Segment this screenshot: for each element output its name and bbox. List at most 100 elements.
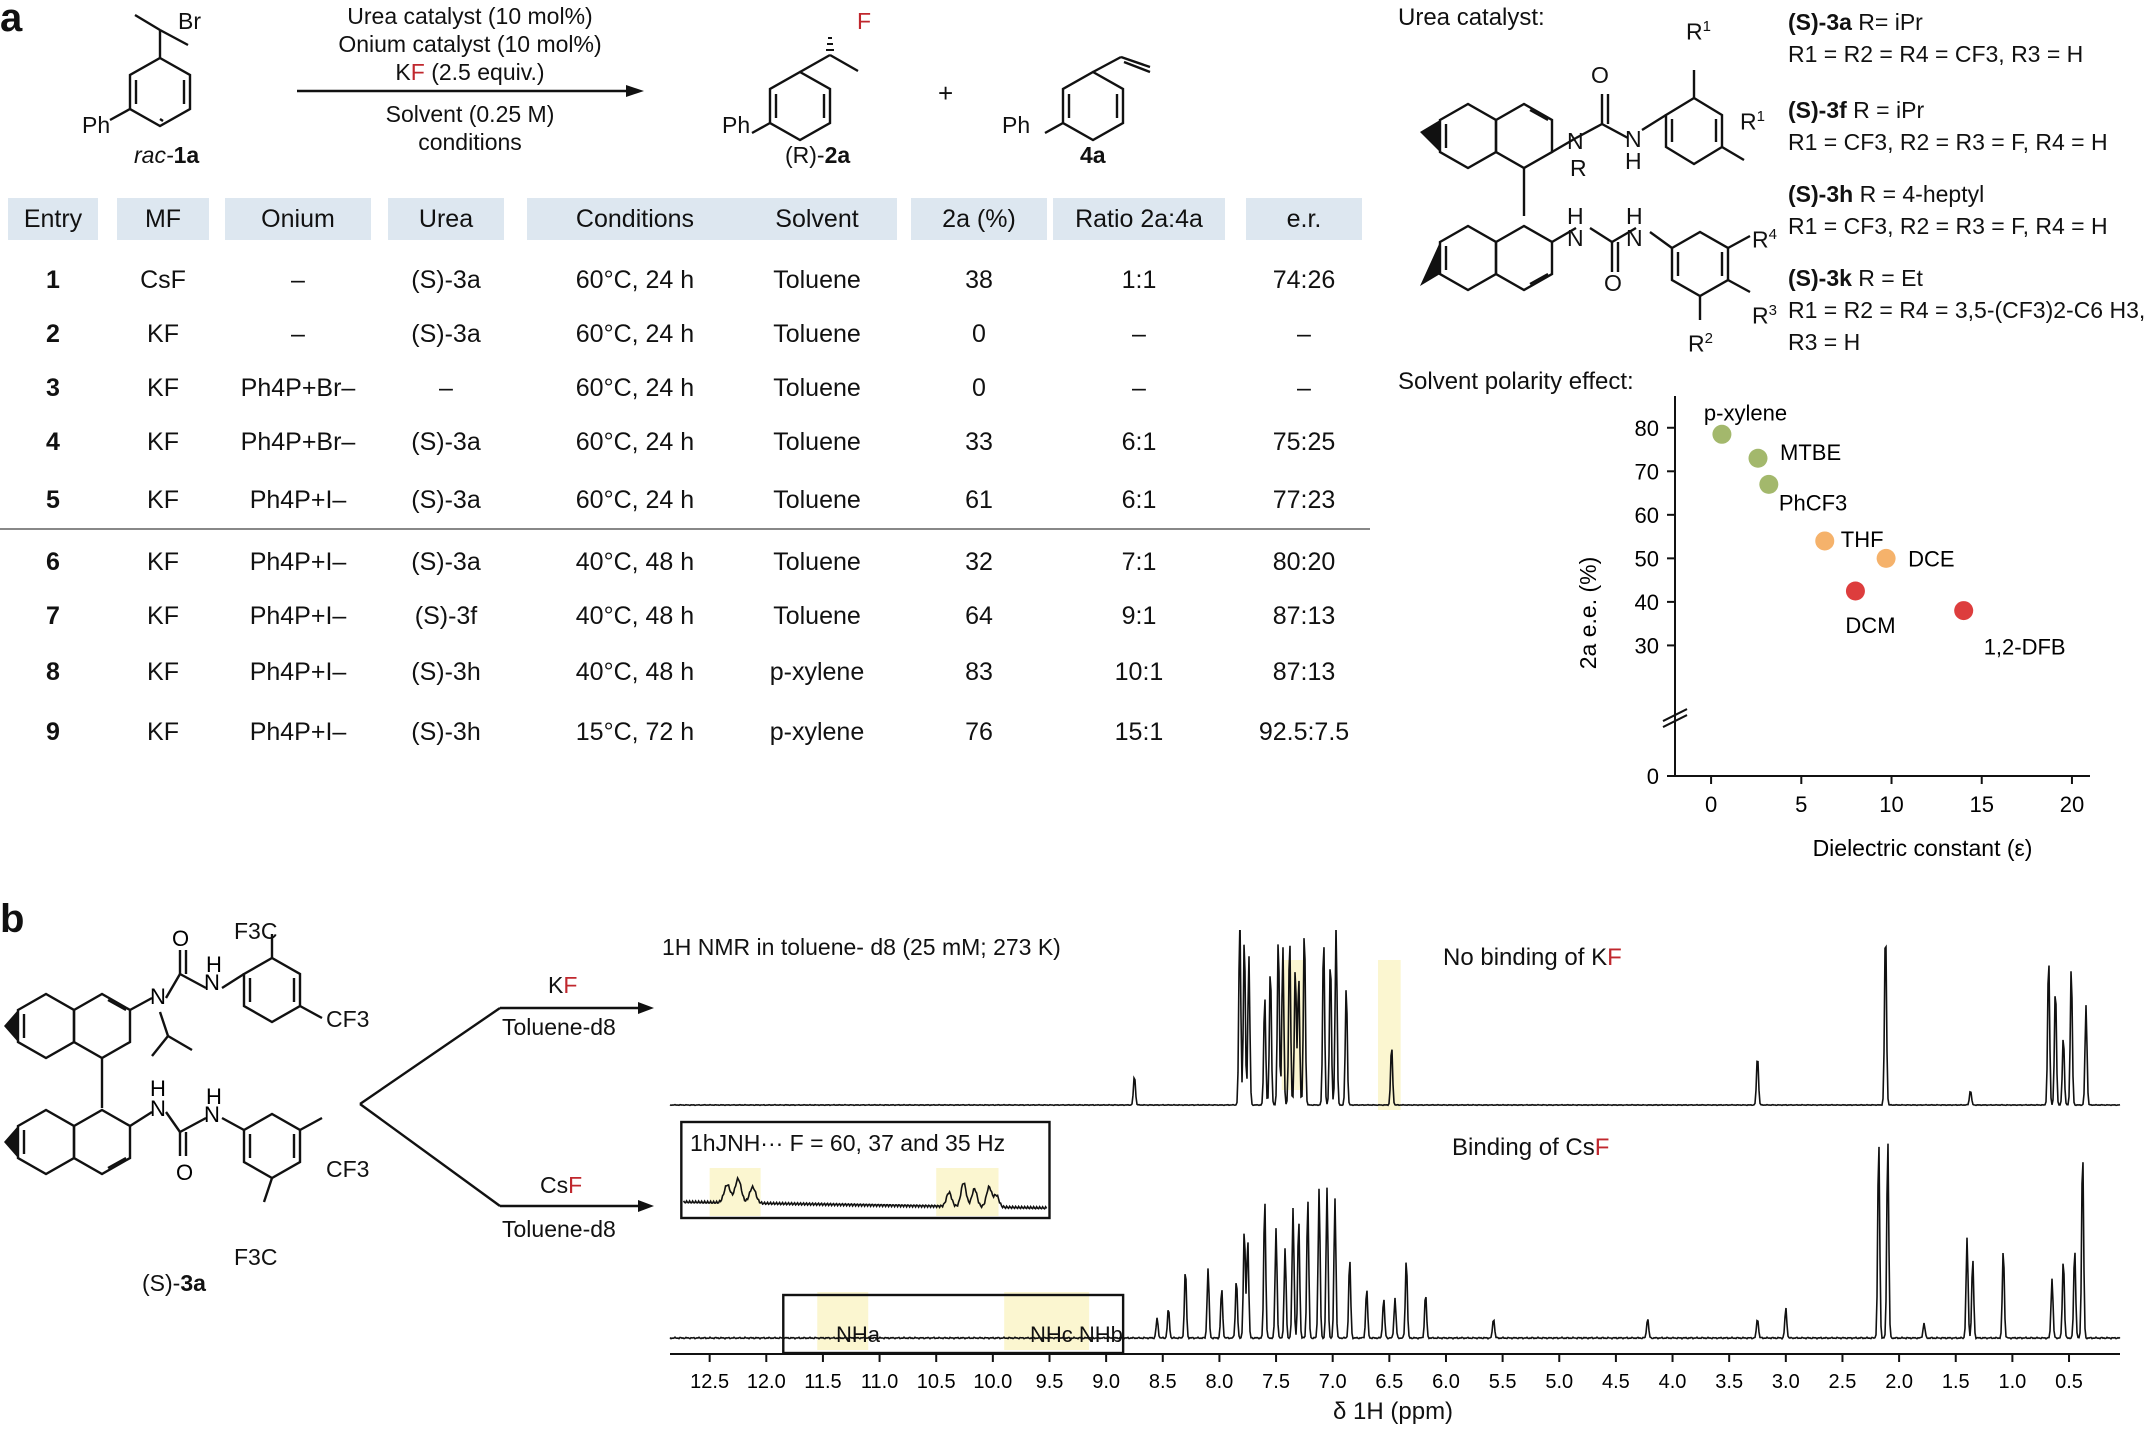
table-cell: 60°C, 24 h bbox=[575, 265, 695, 294]
urea-variant: (S)-3h R = 4-heptyl R1 = CF3, R2 = R3 = F… bbox=[1788, 178, 2108, 242]
svg-text:N: N bbox=[204, 1102, 220, 1127]
table-cell: 64 bbox=[965, 601, 993, 630]
point-label: THF bbox=[1841, 527, 1884, 552]
table-cell: Ph4P+Br– bbox=[240, 427, 356, 456]
table-cell: 2 bbox=[46, 319, 60, 348]
table-cell: Ph4P+I– bbox=[249, 547, 347, 576]
reactant-ph-label: Ph bbox=[82, 112, 111, 138]
nmr-x-tick-label: 4.5 bbox=[1602, 1371, 1630, 1393]
table-cell: Toluene bbox=[773, 319, 861, 348]
panel-b-letter: b bbox=[0, 897, 25, 941]
struct-r4: R4 bbox=[1752, 226, 1777, 253]
side-product-label: 4a bbox=[1080, 142, 1106, 168]
header-er: e.r. bbox=[1246, 198, 1362, 240]
header-conditions: Conditions bbox=[527, 198, 743, 240]
table-cell: KF bbox=[147, 717, 179, 746]
y-tick-label: 40 bbox=[1635, 590, 1659, 615]
y-tick-label: 30 bbox=[1635, 633, 1659, 658]
table-cell: Toluene bbox=[773, 547, 861, 576]
nmr-x-tick-label: 1.5 bbox=[1942, 1371, 1970, 1393]
inset-coupling-label: 1hJNH··· F = 60, 37 and 35 Hz bbox=[690, 1130, 1006, 1156]
table-cell: 6:1 bbox=[1121, 485, 1157, 514]
nmr-x-tick-label: 2.5 bbox=[1829, 1371, 1857, 1393]
header-onium: Onium bbox=[225, 198, 371, 240]
variant-substituents: R1 = CF3, R2 = R3 = F, R4 = H bbox=[1788, 213, 2108, 239]
axis-break-mark bbox=[1662, 714, 1688, 728]
table-divider bbox=[0, 528, 1370, 530]
side-product-4a-structure bbox=[1044, 55, 1151, 142]
inset-trace bbox=[682, 1175, 1048, 1210]
nmr-x-tick-label: 5.0 bbox=[1545, 1371, 1573, 1393]
nmr-x-tick-label: 3.0 bbox=[1772, 1371, 1800, 1393]
header-urea: Urea bbox=[388, 198, 504, 240]
product-f-label: F bbox=[857, 8, 872, 34]
arrow-bottom-solvent: Toluene-d8 bbox=[502, 1216, 616, 1242]
table-cell: 3 bbox=[46, 373, 60, 402]
nmr-x-tick-label: 0.5 bbox=[2055, 1371, 2083, 1393]
table-cell: 4 bbox=[46, 427, 60, 456]
variant-r-group: R = 4-heptyl bbox=[1859, 181, 1985, 207]
table-cell: 9 bbox=[46, 717, 60, 746]
point-label: p-xylene bbox=[1704, 400, 1787, 425]
spectrum-trace bbox=[669, 930, 2121, 1107]
variant-name: (S)-3k bbox=[1788, 265, 1852, 291]
table-cell: 1 bbox=[46, 265, 60, 294]
nmr-x-tick-label: 8.0 bbox=[1206, 1371, 1234, 1393]
table-cell: 7:1 bbox=[1121, 547, 1157, 576]
table-cell: 80:20 bbox=[1272, 547, 1336, 576]
table-cell: (S)-3h bbox=[411, 717, 481, 746]
nmr-x-tick-label: 5.5 bbox=[1489, 1371, 1517, 1393]
header-entry: Entry bbox=[8, 198, 98, 240]
table-cell: 74:26 bbox=[1272, 265, 1336, 294]
scatter-point bbox=[1876, 548, 1896, 568]
nmr-x-tick-label: 8.5 bbox=[1149, 1371, 1177, 1393]
arrow-top-solvent: Toluene-d8 bbox=[502, 1014, 616, 1040]
x-tick-label: 20 bbox=[2060, 792, 2084, 817]
inset-highlight bbox=[709, 1168, 761, 1216]
reactant-1a-structure bbox=[109, 13, 192, 128]
nmr-x-tick-label: 4.0 bbox=[1659, 1371, 1687, 1393]
cf3-top-label: CF3 bbox=[326, 1006, 370, 1032]
axis-break-mark bbox=[1662, 708, 1688, 722]
header-ratio: Ratio 2a:4a bbox=[1053, 198, 1225, 240]
scatter-point bbox=[1759, 474, 1779, 494]
y-axis-label: 2a e.e. (%) bbox=[1575, 557, 1601, 670]
table-cell: KF bbox=[147, 373, 179, 402]
variant-name: (S)-3f bbox=[1788, 97, 1847, 123]
svg-text:O: O bbox=[172, 926, 189, 951]
table-cell: 40°C, 48 h bbox=[575, 657, 695, 686]
table-cell: 92.5:7.5 bbox=[1258, 717, 1350, 746]
point-label: PhCF3 bbox=[1779, 490, 1847, 515]
header-solvent: Solvent bbox=[737, 198, 897, 240]
compound-3a-structure: N O N H N H O N H bbox=[4, 926, 323, 1203]
reactant-br-label: Br bbox=[178, 8, 201, 34]
highlight-band bbox=[817, 1292, 869, 1350]
table-cell: 75:25 bbox=[1272, 427, 1336, 456]
bottom-spectrum-label: Binding of CsF bbox=[1452, 1134, 1610, 1161]
side-product-ph-label: Ph bbox=[1002, 112, 1031, 138]
product-stereo-hash bbox=[826, 37, 834, 51]
svg-text:N: N bbox=[150, 984, 166, 1009]
variant-name: (S)-3h bbox=[1788, 181, 1854, 207]
table-cell: – bbox=[439, 373, 453, 402]
table-cell: – bbox=[1132, 373, 1146, 402]
nmr-x-tick-label: 3.5 bbox=[1715, 1371, 1743, 1393]
point-label: MTBE bbox=[1780, 440, 1841, 465]
y-tick-label: 60 bbox=[1635, 503, 1659, 528]
variant-r-group: R= iPr bbox=[1858, 9, 1923, 35]
compound-3a-label: (S)-3a bbox=[142, 1270, 206, 1296]
table-cell: 10:1 bbox=[1114, 657, 1164, 686]
nmr-x-tick-label: 7.5 bbox=[1262, 1371, 1290, 1393]
table-cell: p-xylene bbox=[769, 717, 865, 746]
